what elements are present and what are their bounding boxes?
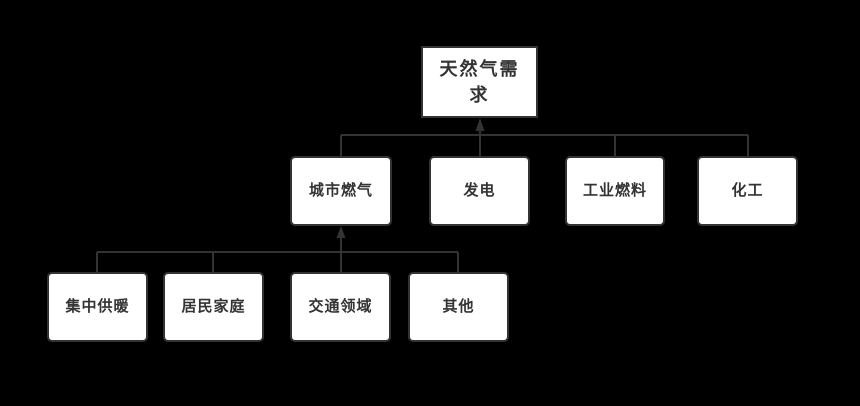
node-central-heating: 集中供暖 <box>47 272 148 342</box>
node-label: 集中供暖 <box>65 298 130 315</box>
node-industrial-fuel: 工业燃料 <box>565 156 665 226</box>
node-natural-gas-demand: 天然气需求 <box>421 46 538 118</box>
node-label: 化工 <box>731 182 764 199</box>
node-other: 其他 <box>408 272 509 342</box>
node-label: 其他 <box>442 298 475 315</box>
arrowhead-up-root <box>475 118 485 131</box>
node-label: 发电 <box>463 182 496 199</box>
node-city-gas: 城市燃气 <box>290 156 392 226</box>
node-label: 工业燃料 <box>582 182 647 199</box>
node-label: 居民家庭 <box>181 298 246 315</box>
node-transportation: 交通领域 <box>290 272 391 342</box>
node-label: 天然气需求 <box>439 59 520 105</box>
connector-level2 <box>340 131 749 156</box>
node-label: 城市燃气 <box>308 182 373 199</box>
node-residential-households: 居民家庭 <box>163 272 264 342</box>
arrowhead-up-city-gas <box>336 226 346 238</box>
connector-level3 <box>96 238 459 272</box>
node-chemical: 化工 <box>697 156 798 226</box>
node-power-generation: 发电 <box>429 156 530 226</box>
node-label: 交通领域 <box>308 298 373 315</box>
